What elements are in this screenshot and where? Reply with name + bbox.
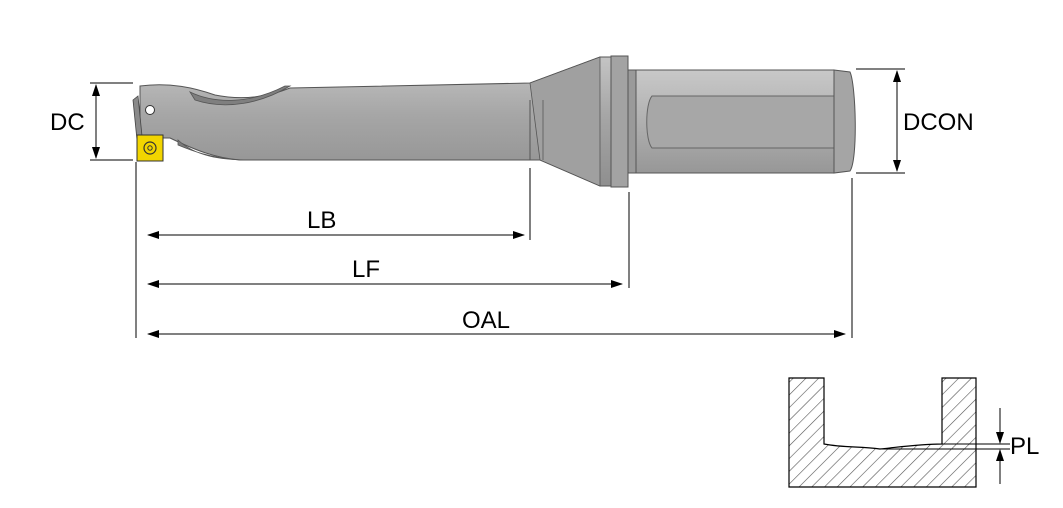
pl-label: PL	[1010, 433, 1039, 460]
lb-label: LB	[307, 207, 336, 234]
hole-cross-section	[788, 377, 1010, 488]
lf-label: LF	[352, 256, 380, 283]
oal-label: OAL	[462, 307, 510, 334]
drill-tool	[132, 55, 856, 188]
workpiece-section	[788, 377, 977, 488]
shank-flat	[646, 95, 835, 149]
drill-body	[139, 56, 612, 187]
dcon-label: DCON	[903, 109, 974, 136]
flange	[610, 55, 629, 188]
flute-groove	[177, 139, 251, 161]
dimensions	[90, 68, 905, 338]
coolant-hole	[145, 105, 155, 115]
insert-screw-icon	[143, 141, 157, 155]
cone-highlight	[529, 56, 601, 187]
flute-twist	[188, 85, 292, 106]
dc-label: DC	[50, 109, 85, 136]
shank-end	[833, 69, 856, 174]
